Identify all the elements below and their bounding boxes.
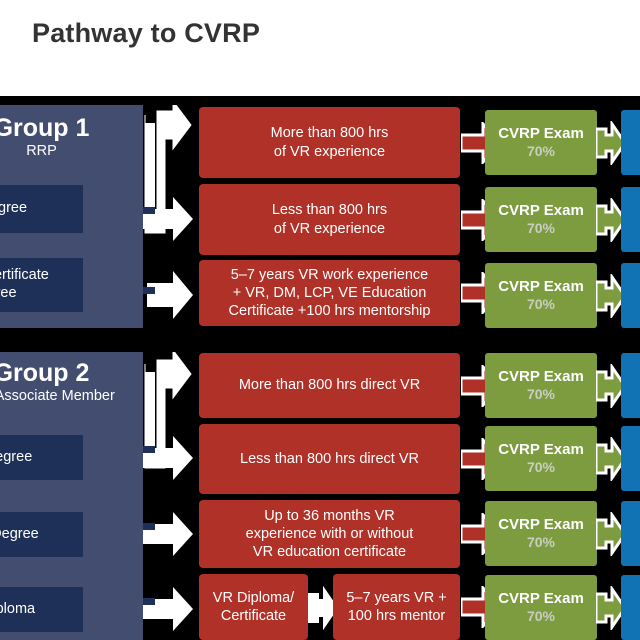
exam-box-g2-r2[interactable]: CVRP Exam 70% — [485, 426, 597, 491]
exam-box-g2-r1-label: CVRP Exam — [498, 368, 584, 386]
exam-box-g2-r4-label: CVRP Exam — [498, 590, 584, 608]
exam-box-g1-r2-percent: 70% — [526, 219, 556, 236]
criteria-box-g2-r1[interactable]: More than 800 hrs direct VR — [199, 353, 460, 418]
criteria-box-g1-r3[interactable]: 5–7 years VR work experience + VR, DM, L… — [199, 260, 460, 326]
group-2-subbox-2-stub — [143, 523, 155, 530]
group-1-subtitle: RRP — [26, 143, 57, 160]
arrow-g1-r1-to-outcome — [596, 121, 626, 165]
exam-box-g1-r3[interactable]: CVRP Exam 70% — [485, 263, 597, 328]
exam-box-g2-r1-percent: 70% — [526, 385, 556, 402]
group-1-subbox-3-stub — [143, 287, 155, 294]
exam-box-g1-r3-label: CVRP Exam — [498, 278, 584, 296]
group-2-subbox-2-label: n-Related Degree — [0, 525, 39, 542]
group-2-subbox-2[interactable]: n-Related Degree — [0, 512, 83, 557]
exam-box-g2-r3-label: CVRP Exam — [498, 516, 584, 534]
arrow-g2-r2-to-outcome — [596, 437, 626, 481]
page-title: Pathway to CVRP — [32, 18, 261, 48]
exam-box-g1-r1-label: CVRP Exam — [498, 125, 584, 143]
arrow-g1-r2-to-outcome — [596, 198, 626, 242]
outcome-box-g2-r2[interactable] — [621, 426, 640, 491]
exam-box-g2-r3[interactable]: CVRP Exam 70% — [485, 501, 597, 566]
outcome-box-g2-r3[interactable] — [621, 501, 640, 566]
group-1-subbox-3[interactable]: d Diploma/Certificate No Degree — [0, 258, 83, 312]
group-1-title: Group 1 — [0, 114, 90, 142]
outcome-box-g2-r1[interactable] — [621, 353, 640, 418]
outcome-box-g2-r4[interactable] — [621, 575, 640, 640]
group-2-subbox-1[interactable]: Related Degree — [0, 435, 83, 480]
criteria-box-g2-r2[interactable]: Less than 800 hrs direct VR — [199, 424, 460, 494]
arrow-g2-r3-to-outcome — [596, 512, 626, 556]
group-1-subbox-3-line-1: d Diploma/Certificate — [0, 267, 49, 284]
group-2-heading: Group 2 SS, Associate Member — [0, 360, 143, 406]
exam-box-g1-r3-percent: 70% — [526, 295, 556, 312]
group-1-bracket-arrows — [143, 105, 205, 328]
brand-logo-icon — [0, 26, 16, 52]
group-2-title: Group 2 — [0, 359, 90, 387]
exam-box-g2-r2-percent: 70% — [526, 458, 556, 475]
group-1-subbox-1-stub — [143, 207, 155, 214]
criteria-box-g2-r3-text: Up to 36 months VR experience with or wi… — [245, 507, 414, 561]
exam-box-g1-r2-label: CVRP Exam — [498, 202, 584, 220]
exam-box-g2-r1[interactable]: CVRP Exam 70% — [485, 353, 597, 418]
exam-box-g1-r2[interactable]: CVRP Exam 70% — [485, 187, 597, 252]
group-2-subbox-1-label: Related Degree — [0, 448, 33, 465]
exam-box-g2-r4[interactable]: CVRP Exam 70% — [485, 575, 597, 640]
criteria-box-g2-r4a-text: VR Diploma/ Certificate — [212, 589, 295, 624]
outcome-box-g1-r2[interactable] — [621, 187, 640, 252]
criteria-box-g1-r3-text: 5–7 years VR work experience + VR, DM, L… — [228, 266, 431, 320]
criteria-box-g1-r2[interactable]: Less than 800 hrs of VR experience — [199, 184, 460, 255]
exam-box-g1-r1[interactable]: CVRP Exam 70% — [485, 110, 597, 175]
arrow-g2-r4a-to-r4b — [308, 586, 338, 630]
exam-box-g1-r1-percent: 70% — [526, 142, 556, 159]
group-2-bracket-arrows — [143, 352, 205, 640]
criteria-box-g2-r4b-text: 5–7 years VR + 100 hrs mentor — [346, 589, 447, 624]
exam-box-g2-r3-percent: 70% — [526, 533, 556, 550]
group-panel-1: Group 1 RRP elated Degree d Diploma/Cert… — [0, 105, 143, 328]
page-header: Pathway to CVRP — [0, 0, 640, 96]
group-2-subbox-3-label: r 3 Year Diploma — [0, 600, 36, 617]
criteria-box-g2-r3[interactable]: Up to 36 months VR experience with or wi… — [199, 500, 460, 568]
criteria-box-g2-r4a[interactable]: VR Diploma/ Certificate — [199, 574, 308, 640]
criteria-box-g2-r1-text: More than 800 hrs direct VR — [238, 377, 421, 394]
criteria-box-g1-r1[interactable]: More than 800 hrs of VR experience — [199, 107, 460, 178]
outcome-box-g1-r1[interactable] — [621, 110, 640, 175]
group-2-subbox-3-stub — [143, 598, 155, 605]
group-2-subbox-1-stub — [143, 446, 155, 453]
arrow-g1-r3-to-outcome — [596, 274, 626, 318]
outcome-box-g1-r3[interactable] — [621, 263, 640, 328]
arrow-g2-r4-to-outcome — [596, 586, 626, 630]
criteria-box-g1-r1-text: More than 800 hrs of VR experience — [270, 125, 389, 160]
criteria-box-g2-r4b[interactable]: 5–7 years VR + 100 hrs mentor — [333, 574, 460, 640]
group-1-subbox-3-line-2: No Degree — [0, 285, 17, 301]
exam-box-g2-r4-percent: 70% — [526, 607, 556, 624]
criteria-box-g1-r2-text: Less than 800 hrs of VR experience — [271, 202, 388, 237]
group-1-heading: Group 1 RRP — [0, 115, 143, 161]
group-1-subbox-1[interactable]: elated Degree — [0, 185, 83, 233]
group-2-subtitle: SS, Associate Member — [0, 388, 115, 405]
exam-box-g2-r2-label: CVRP Exam — [498, 441, 584, 459]
group-1-subbox-1-label: elated Degree — [0, 200, 28, 217]
group-panel-2: Group 2 SS, Associate Member Related Deg… — [0, 352, 143, 640]
arrow-g2-r1-to-outcome — [596, 364, 626, 408]
criteria-box-g2-r2-text: Less than 800 hrs direct VR — [240, 450, 419, 467]
group-2-subbox-3[interactable]: r 3 Year Diploma — [0, 587, 83, 632]
